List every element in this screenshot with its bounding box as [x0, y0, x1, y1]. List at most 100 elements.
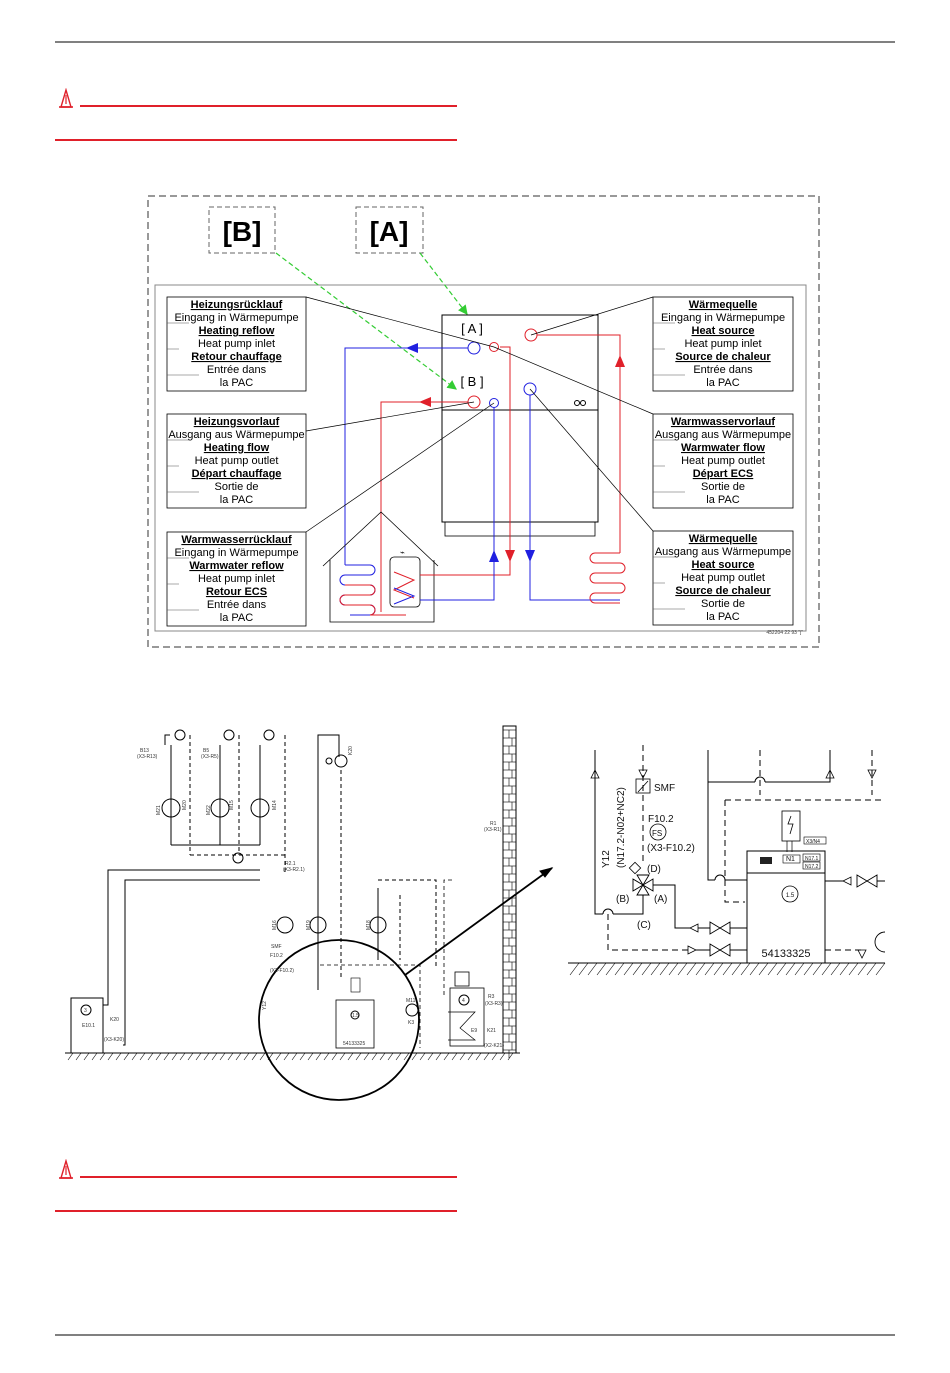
- label-m20: M20: [182, 800, 188, 810]
- label-box-title: Warmwater reflow: [189, 560, 284, 572]
- label-k20: K20: [348, 746, 354, 755]
- label-box-frame: [166, 413, 307, 509]
- callout-arrow-a: [419, 252, 468, 315]
- magnifier-circle: [258, 939, 420, 1101]
- label-fs: FS: [652, 829, 662, 838]
- inner-frame: [154, 284, 807, 632]
- label-f10-2: F10.2: [648, 814, 674, 825]
- warning-triangle-icon: [59, 1159, 73, 1179]
- pipe-heating-flow: [380, 401, 468, 612]
- label-box-text: Heat pump inlet: [198, 573, 275, 585]
- label-box-frame: [652, 296, 794, 392]
- label-box-title: Heizungsvorlauf: [194, 416, 280, 428]
- label-m21: M21: [156, 805, 162, 815]
- callout-arrow-b: [275, 252, 457, 390]
- label-box-text: la PAC: [220, 377, 253, 389]
- label-box-text: Eingang in Wärmepumpe: [661, 312, 785, 324]
- connection-diagram: [B] [A] [ A ] [ B ]: [147, 195, 820, 648]
- heating-circuit-3: [250, 729, 286, 875]
- label-box-title: Heizungsrücklauf: [191, 299, 283, 311]
- pump-m11: [405, 1003, 419, 1017]
- label-m19: M19: [306, 920, 312, 930]
- shutoff-valve-2: [709, 943, 731, 957]
- label-k21: K21: [487, 1028, 496, 1034]
- label-box-frame: [652, 530, 794, 626]
- shutoff-valve-3: [856, 874, 878, 888]
- label-r3-ref: (X3-R3): [485, 1001, 503, 1007]
- label-y12-ref: (N17.2-N02+NC2): [616, 787, 627, 868]
- pump-m19: [309, 916, 327, 934]
- label-box-title: Départ ECS: [693, 468, 754, 480]
- port-warmwater-reflow: [489, 398, 499, 408]
- label-box-title: Warmwater flow: [681, 442, 765, 454]
- label-box-text: Entrée dans: [207, 599, 267, 611]
- label-box-title: Warmwasserrücklauf: [181, 534, 292, 546]
- hot-water-tank: [389, 556, 421, 608]
- dirt-filter-smf: [635, 778, 651, 794]
- power-supply-box: [781, 810, 801, 842]
- flow-switch-fs: [649, 823, 667, 841]
- label-box-title: Retour chauffage: [191, 351, 281, 363]
- label-unit-number: 1.5: [786, 893, 795, 899]
- label-box-frame: [166, 296, 307, 392]
- shower-icon: ⌁: [400, 548, 405, 557]
- footer-divider: [55, 1334, 895, 1336]
- warning-triangle-icon: [59, 88, 73, 108]
- label-smf: SMF: [654, 783, 675, 794]
- label-box-title: Heating flow: [204, 442, 270, 454]
- label-port-c: (C): [637, 920, 651, 931]
- hot-water-tank-small: [449, 987, 485, 1047]
- label-m11: M11: [406, 998, 416, 1004]
- label-r2-1-ref: (X3-R2.1): [283, 867, 305, 873]
- label-box-title: Départ chauffage: [192, 468, 282, 480]
- label-terminal-n17-1: N17.1: [805, 856, 819, 862]
- label-port-d: (D): [647, 864, 661, 875]
- heating-circuit-1: [161, 729, 191, 855]
- label-box-frame: [652, 413, 794, 509]
- label-box-text: Entrée dans: [207, 364, 267, 376]
- label-b13-ref: (X3-R13): [137, 754, 158, 760]
- label-port-a: (A): [654, 894, 667, 905]
- label-box-text: Sortie de: [701, 481, 745, 493]
- unit-marker-b: [ B ]: [460, 374, 483, 389]
- label-terminal-n1: N1: [786, 856, 795, 863]
- label-e10-1: E10.1: [82, 1023, 95, 1029]
- label-box-text: la PAC: [706, 611, 739, 623]
- unit-54133325-small: [335, 999, 375, 1049]
- label-smf-small: SMF: [271, 944, 282, 950]
- label-r2-1: R2.1: [285, 861, 296, 867]
- label-m18: M18: [366, 920, 372, 930]
- warning-top-rule: [80, 105, 457, 107]
- circulation-pump: [334, 754, 348, 768]
- house-outline: [322, 511, 439, 567]
- label-box-text: Ausgang aus Wärmepumpe: [168, 429, 304, 441]
- label-box-title: Heating reflow: [199, 325, 275, 337]
- unit-marker-a: [ A ]: [461, 321, 483, 336]
- label-box-text: Heat pump outlet: [681, 455, 765, 467]
- label-unit-id-small: 54133325: [343, 1041, 365, 1047]
- label-boiler-number: 3: [84, 1008, 87, 1014]
- expansion-vessel: [874, 931, 886, 953]
- label-m15: M15: [229, 800, 235, 810]
- ground-source-coil: [589, 552, 626, 604]
- label-r3: R3: [488, 994, 495, 1000]
- label-box-frame: [166, 531, 307, 627]
- boiler: [70, 997, 104, 1054]
- label-box-text: Heat pump outlet: [195, 455, 279, 467]
- callout-a-label: [A]: [370, 216, 409, 247]
- label-tank-number: 4: [462, 998, 465, 1004]
- label-unit-number-small: 1.5: [352, 1013, 359, 1019]
- warning-block: [55, 88, 457, 144]
- label-box-text: la PAC: [220, 612, 253, 624]
- label-box-title: Wärmequelle: [689, 299, 757, 311]
- label-box-text: Heat pump inlet: [684, 338, 761, 350]
- label-k20-boiler-ref: (X3-K20): [104, 1037, 124, 1043]
- pump-m16: [276, 916, 294, 934]
- label-k20-boiler: K20: [110, 1017, 119, 1023]
- label-box-text: la PAC: [706, 494, 739, 506]
- label-terminal-x3n4: X3/N4: [806, 839, 820, 845]
